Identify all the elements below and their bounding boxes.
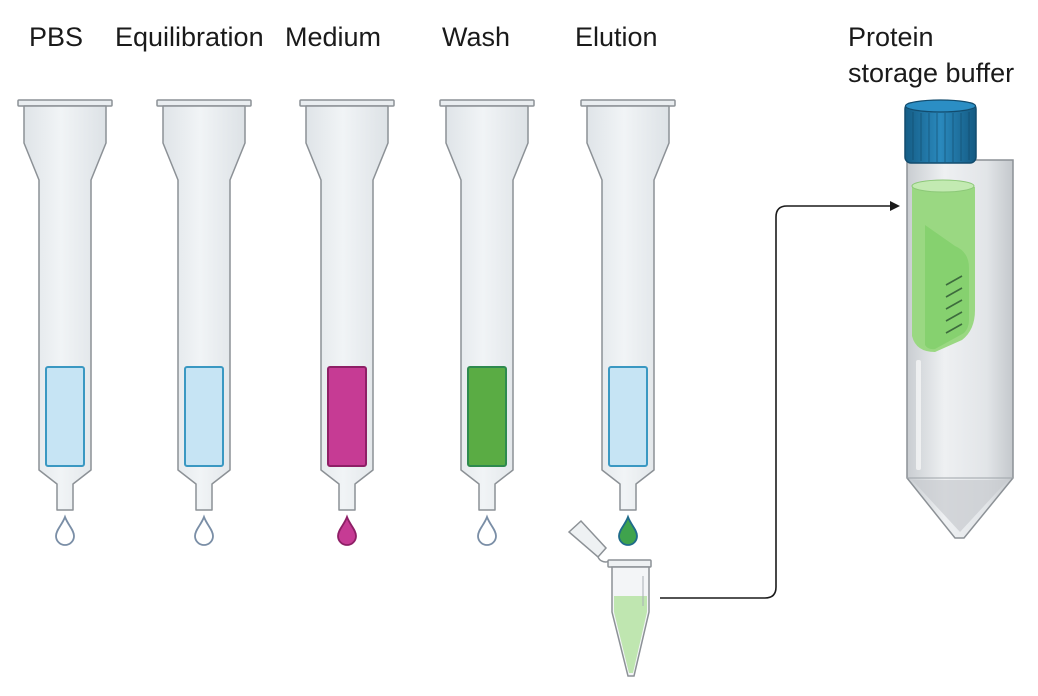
tube-lid [567,519,608,559]
tube-liquid [614,596,647,673]
storage-tube-highlight [916,360,921,470]
column-rim [439,99,535,107]
column-rim [580,99,676,107]
column-pbs [17,99,113,546]
storage-label-line1: Protein [848,22,934,52]
storage-tube-cap-ridges [912,112,970,162]
column-body [305,105,389,511]
column-medium [299,99,395,546]
storage-tube-tip-shading [912,480,1008,532]
column-body [586,105,670,511]
resin-bed [45,366,85,467]
column-equilibration [156,99,252,546]
storage-label-line2: storage buffer [848,58,1015,88]
drop [337,514,357,546]
column-label-medium: Medium [285,22,382,52]
transfer-arrow [660,201,900,599]
column-rim [156,99,252,107]
column-elution [580,99,676,546]
column-label-elution: Elution [575,22,658,52]
resin-bed [184,366,224,467]
drop [194,514,214,546]
column-body [23,105,107,511]
resin-bed [467,366,507,467]
tube-rim [607,559,652,568]
resin-bed [608,366,648,467]
column-rim [17,99,113,107]
column-rim [299,99,395,107]
storage-tube-cap-top [904,99,977,113]
column-label-wash: Wash [442,22,511,52]
storage-tube [904,99,1014,539]
storage-tube-label-panel [925,225,969,350]
column-body [162,105,246,511]
resin-bed [327,366,367,467]
storage-tube-liquid-surface [911,179,975,193]
microcentrifuge-tube [567,519,652,677]
column-label-equilibration: Equilibration [115,22,264,52]
columns-group [17,99,676,546]
drop [477,514,497,546]
column-label-pbs: PBS [29,22,84,52]
column-wash [439,99,535,546]
storage-tube-graduations [945,275,963,334]
column-body [445,105,529,511]
drop [55,514,75,546]
drop [618,514,638,546]
